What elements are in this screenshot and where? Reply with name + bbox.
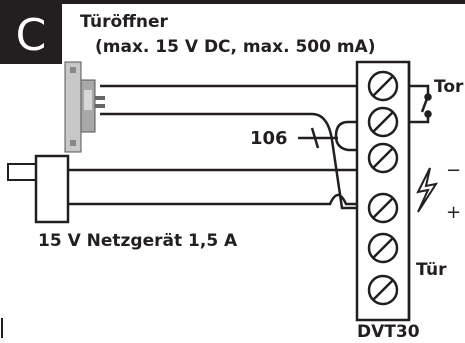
door-opener-wire-stub-2: [95, 104, 105, 108]
screw-slot-5: [372, 237, 394, 259]
door-opener-wire-stub-1: [95, 96, 105, 100]
section-badge: C: [0, 0, 62, 64]
screw-terminal-icon: [367, 192, 399, 224]
tor-switch-contact-top: [424, 93, 432, 101]
opener-spec: (max. 15 V DC, max. 500 mA): [95, 37, 375, 57]
door-opener-latch: [84, 90, 92, 110]
jumper-106-lower: [336, 150, 357, 178]
wire-opener-2: [100, 112, 357, 210]
door-opener-device: [64, 61, 105, 153]
power-supply-label: 15 V Netzgerät 1,5 A: [38, 231, 238, 251]
wire-supply-1-hidden: [68, 170, 357, 208]
wire-number-tick: [310, 127, 320, 149]
badge-background: [0, 0, 62, 64]
screw-terminal-icon: [367, 106, 399, 138]
lightning-bolt-icon: [416, 167, 439, 213]
screw-slot-2: [372, 111, 394, 133]
tor-switch-contact-bottom: [424, 110, 432, 118]
minus-label: −: [446, 160, 461, 181]
top-border: [0, 0, 465, 4]
door-opener-plate: [64, 61, 82, 153]
screw-slot-6: [372, 279, 394, 301]
wire-number-label: 106: [250, 128, 288, 149]
tor-switch-icon: [409, 84, 432, 124]
door-opener-screw-bottom: [70, 140, 76, 146]
door-opener-screw-top: [70, 67, 76, 73]
opener-title: Türöffner: [80, 12, 169, 32]
badge-letter: C: [16, 10, 47, 61]
jumper-106: [334, 120, 357, 152]
plus-label: +: [446, 202, 461, 223]
screw-slot-1: [372, 75, 394, 97]
screw-terminal-icon: [367, 274, 399, 306]
wire-supply-2: [68, 193, 357, 206]
power-supply-device: [7, 154, 70, 224]
device-label: DVT30: [357, 322, 420, 338]
wires: [68, 84, 357, 210]
power-supply-body: [34, 154, 70, 224]
screw-terminal-icon: [367, 232, 399, 264]
screw-slot-3: [372, 147, 394, 169]
tor-switch-top-lead: [409, 84, 430, 96]
tor-label: Tor: [434, 77, 464, 97]
screw-terminals: [367, 70, 399, 306]
screw-terminal-icon: [367, 142, 399, 174]
tuer-label: Tür: [416, 260, 447, 280]
power-supply-plug: [7, 163, 37, 181]
screw-terminal-icon: [367, 70, 399, 102]
screw-slot-4: [372, 197, 394, 219]
